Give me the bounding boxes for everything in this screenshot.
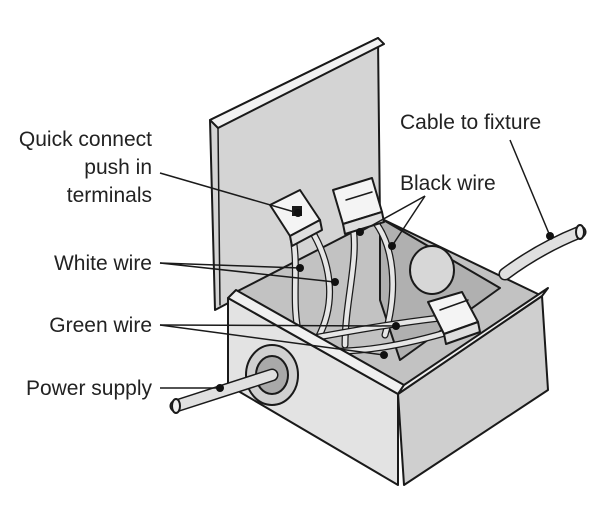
label-quick-connect-line1: Quick connect [19, 128, 152, 151]
label-white-wire: White wire [54, 252, 152, 275]
leaders [159, 139, 554, 392]
label-quick-connect-line3: terminals [67, 184, 152, 207]
labels: Quick connect push in terminals Cable to… [19, 111, 541, 400]
leader-green-wire-1 [159, 324, 397, 327]
knockout-hole [409, 245, 455, 295]
leader-cable-to-fixture [509, 139, 551, 237]
quick-connect-terminal-front [427, 291, 481, 345]
leader-white-wire-2 [159, 262, 336, 283]
quick-connect-terminal-right [332, 177, 385, 235]
box-body [227, 287, 549, 486]
fixture-cable [498, 224, 587, 281]
leader-quick-connect [159, 172, 299, 214]
leader-black-wire-1 [359, 195, 426, 233]
label-quick-connect-line2: push in [84, 156, 152, 179]
label-power-supply: Power supply [26, 377, 153, 400]
leader-white-wire-1 [159, 262, 301, 269]
label-cable-to-fixture: Cable to fixture [400, 111, 541, 134]
leader-green-wire-2 [159, 324, 385, 356]
label-black-wire: Black wire [400, 172, 496, 195]
leader-black-wire-2 [391, 195, 426, 247]
label-green-wire: Green wire [49, 314, 152, 337]
